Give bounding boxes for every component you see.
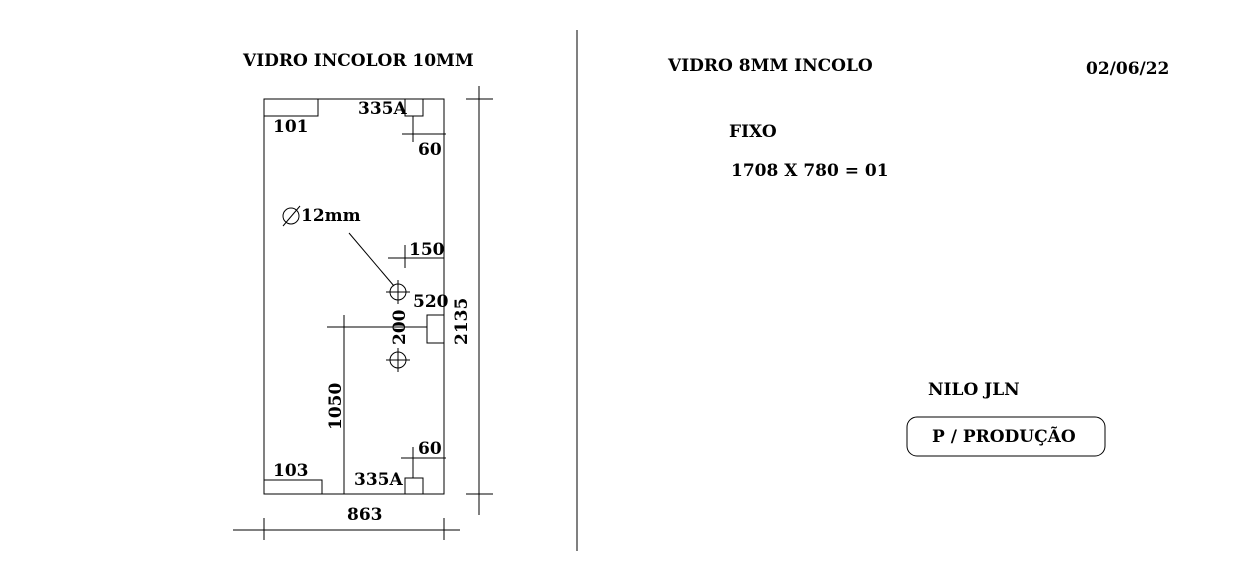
label-60-top: 60 (418, 140, 442, 160)
notch-bottom-left (264, 479, 323, 494)
label-863: 863 (347, 505, 383, 525)
label-335a-top: 335A (358, 99, 407, 119)
glass-outline (263, 98, 445, 495)
diameter-leader (348, 232, 395, 287)
label-hole-diameter: 12mm (301, 206, 361, 226)
date: 02/06/22 (1086, 59, 1169, 79)
author-name: NILO JLN (928, 380, 1020, 400)
notch-top-left (264, 99, 319, 117)
label-60-bottom: 60 (418, 439, 442, 459)
right-panel-title: VIDRO 8MM INCOLO (667, 56, 873, 76)
notch-top-right (404, 99, 424, 117)
label-200: 200 (390, 309, 410, 345)
label-2135: 2135 (452, 298, 472, 345)
glass-type: FIXO (729, 122, 777, 142)
diameter-symbol (282, 207, 300, 225)
production-stamp (906, 416, 1106, 457)
label-101: 101 (273, 117, 309, 137)
production-stamp-label: P / PRODUÇÃO (932, 425, 1076, 447)
label-335a-bottom: 335A (354, 470, 403, 490)
notch-bottom-right (404, 477, 424, 494)
label-1050: 1050 (326, 383, 346, 430)
left-panel-title: VIDRO INCOLOR 10MM (242, 51, 474, 71)
glass-dimensions: 1708 X 780 = 01 (731, 161, 889, 181)
label-103: 103 (273, 461, 309, 481)
handle-cutout (426, 314, 444, 344)
label-150: 150 (409, 240, 445, 260)
diameter-slash (282, 205, 301, 227)
label-520: 520 (413, 292, 449, 312)
